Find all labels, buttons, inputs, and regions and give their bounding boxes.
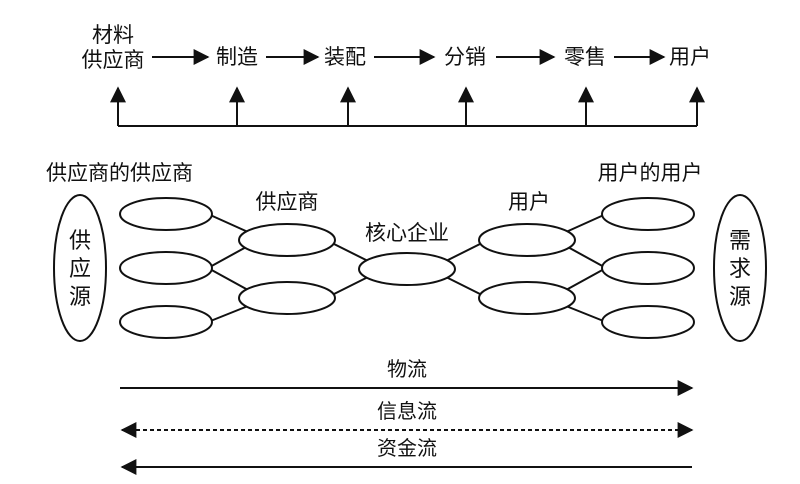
supply-source-node (53, 194, 107, 342)
link (443, 275, 485, 297)
demand-source-node (713, 194, 767, 342)
link (207, 305, 249, 323)
label-supplier: 供应商 (256, 190, 319, 214)
node-customer-of-customer-3 (601, 305, 695, 339)
link (207, 245, 249, 269)
node-core-enterprise (358, 252, 456, 286)
chain-stage-retail: 零售 (564, 45, 606, 69)
link (565, 305, 607, 323)
supply-source-char-3: 源 (69, 285, 91, 310)
chain-row: 材料 供应商 制造 装配 分销 零售 用户 (82, 23, 712, 72)
node-supplier-2 (238, 281, 336, 315)
flow-label-logistics: 物流 (387, 357, 427, 381)
feedback-bracket (110, 86, 705, 127)
link (565, 267, 607, 291)
flow-label-capital: 资金流 (377, 436, 437, 460)
chain-stage-material-line1: 材料 (92, 23, 134, 47)
node-supplier-of-supplier-3 (119, 305, 213, 339)
link (329, 241, 371, 263)
network-links (207, 213, 607, 323)
node-supplier-of-supplier-2 (119, 251, 213, 285)
supply-source-char-2: 应 (69, 257, 91, 282)
link (329, 275, 371, 297)
network-nodes (53, 194, 767, 342)
link (565, 245, 607, 269)
link (565, 213, 607, 233)
node-customer-of-customer-2 (601, 251, 695, 285)
chain-stage-user: 用户 (669, 45, 711, 69)
demand-source-char-1: 需 (729, 229, 751, 254)
chain-stage-distribution: 分销 (444, 45, 486, 69)
node-supplier-of-supplier-1 (119, 197, 213, 231)
label-customer: 用户 (508, 190, 550, 214)
supply-source-char-1: 供 (69, 229, 91, 254)
demand-source-char-3: 源 (729, 285, 751, 310)
flows: 物流 信息流 资金流 (120, 357, 694, 475)
label-customer-of-customer: 用户的用户 (598, 161, 703, 185)
node-customer-1 (478, 223, 576, 257)
link (443, 241, 485, 263)
chain-stage-material-line2: 供应商 (82, 48, 145, 72)
node-supplier-1 (238, 223, 336, 257)
link (207, 267, 249, 291)
network-labels: 供应商的供应商 供应商 核心企业 用户 用户的用户 供 应 源 需 求 源 (46, 161, 751, 310)
node-customer-of-customer-1 (601, 197, 695, 231)
flow-label-information: 信息流 (377, 399, 437, 423)
chain-stage-manufacture: 制造 (216, 45, 258, 69)
link (207, 213, 249, 233)
label-core-enterprise: 核心企业 (365, 221, 449, 245)
node-customer-2 (478, 281, 576, 315)
chain-stage-assembly: 装配 (324, 45, 366, 69)
demand-source-char-2: 求 (729, 257, 751, 282)
label-supplier-of-supplier: 供应商的供应商 (46, 161, 193, 185)
